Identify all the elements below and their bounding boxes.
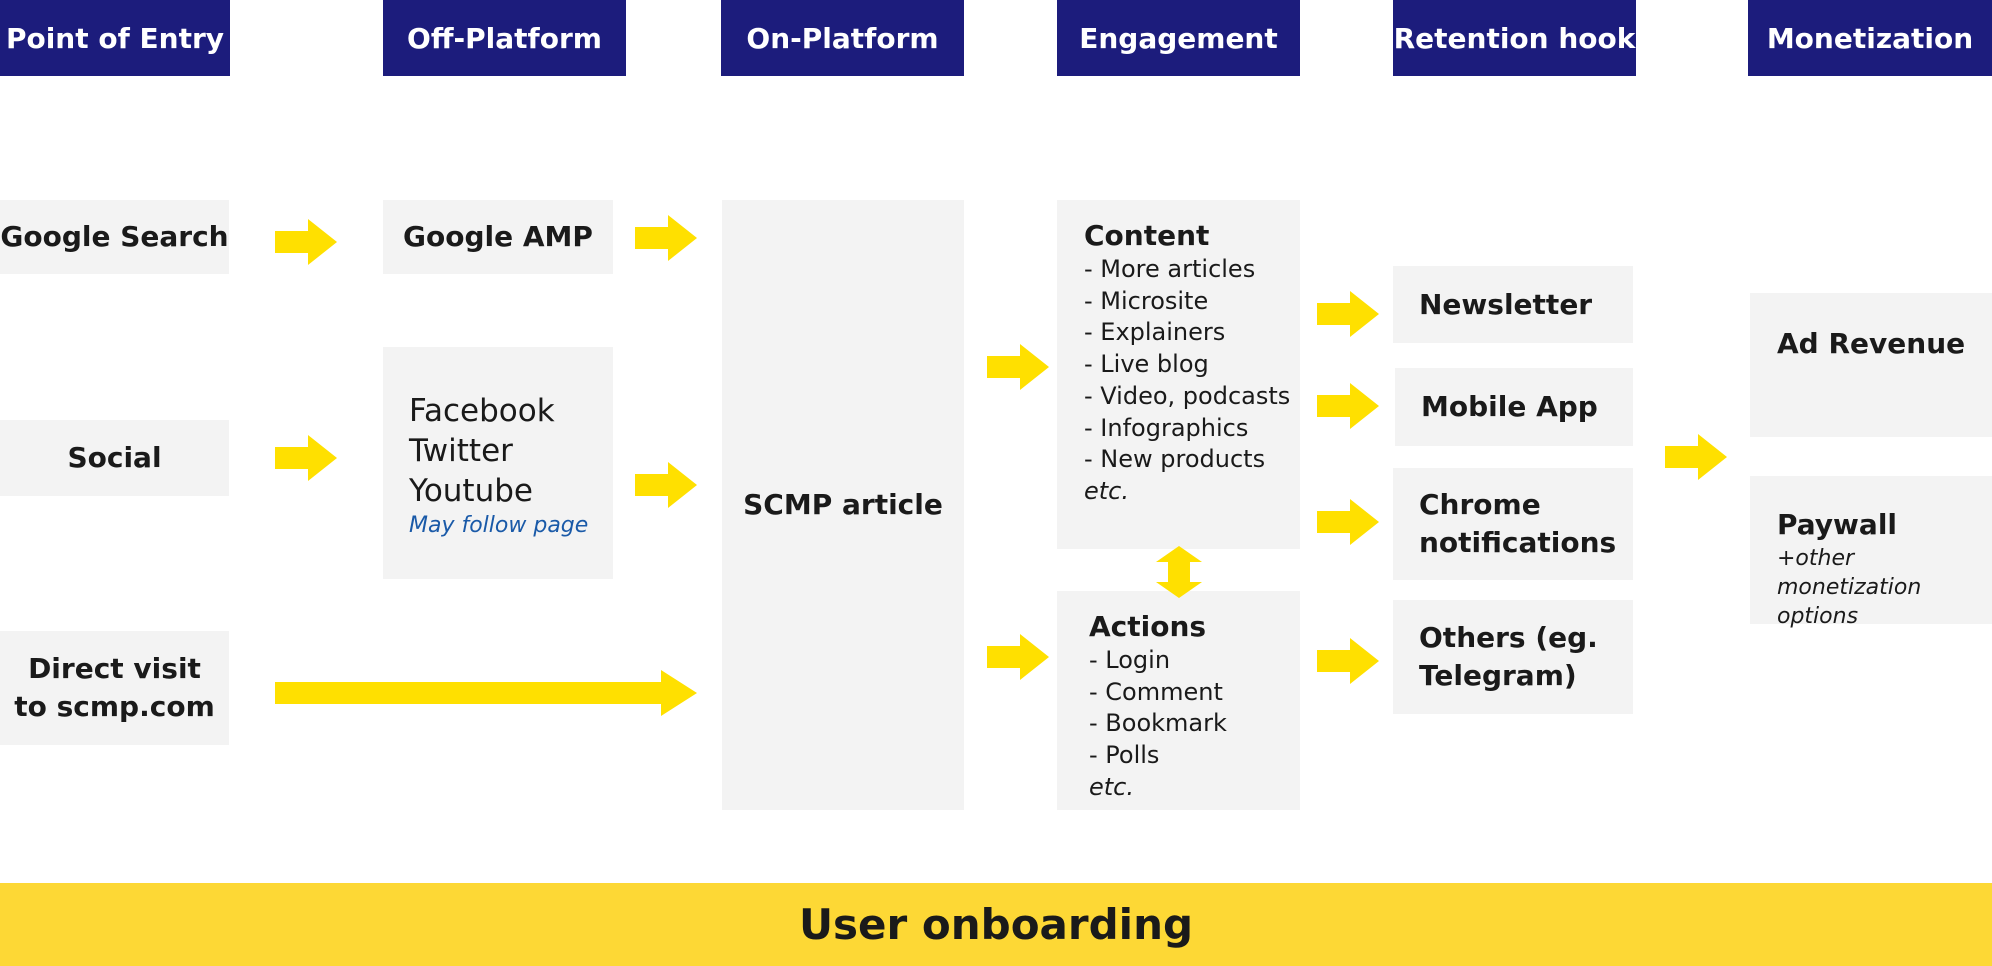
content-item: - Explainers [1084, 318, 1226, 347]
entry-social-label: Social [67, 441, 162, 474]
arrow-article-to-content [987, 344, 1049, 390]
actions-etc: etc. [1089, 772, 1134, 801]
retention-others: Others (eg. Telegram) [1393, 600, 1633, 714]
engagement-actions: Actions - Login - Comment - Bookmark - P… [1057, 591, 1300, 810]
monetization-ad-revenue: Ad Revenue [1750, 293, 1992, 437]
header-off-platform: Off-Platform [383, 0, 626, 76]
entry-direct-line1: Direct visit [28, 652, 201, 685]
actions-item: - Comment [1089, 677, 1223, 706]
newsletter-label: Newsletter [1419, 287, 1593, 321]
monetization-paywall: Paywall +other monetization options [1750, 476, 1992, 629]
user-onboarding-label: User onboarding [798, 900, 1194, 949]
actions-item: - Polls [1089, 741, 1160, 770]
others-line2: Telegram) [1419, 659, 1577, 692]
retention-mobile-app: Mobile App [1395, 368, 1633, 446]
entry-social: Social [0, 420, 229, 496]
arrow-to-mobile-app [1317, 383, 1379, 429]
content-etc: etc. [1084, 476, 1129, 505]
user-onboarding-bar: User onboarding [0, 883, 1992, 966]
twitter-label: Twitter [409, 433, 513, 469]
entry-google-search-label: Google Search [0, 220, 229, 253]
arrow-channels-to-article [635, 462, 697, 508]
arrow-direct-to-article [275, 670, 697, 716]
entry-google-search: Google Search [0, 200, 229, 274]
off-platform-social-channels: Facebook Twitter Youtube May follow page [383, 347, 613, 579]
on-platform-scmp-article: SCMP article [722, 200, 964, 810]
arrow-amp-to-article [635, 215, 697, 261]
paywall-label: Paywall [1777, 508, 1898, 541]
actions-item: - Login [1089, 646, 1171, 674]
youtube-label: Youtube [409, 473, 533, 509]
header-retention-hook: Retention hook [1393, 0, 1636, 76]
arrow-retention-to-monetization [1665, 434, 1727, 480]
retention-newsletter: Newsletter [1393, 266, 1633, 343]
content-item: - Live blog [1084, 350, 1209, 379]
chrome-line1: Chrome [1419, 488, 1541, 521]
chrome-line2: notifications [1419, 526, 1617, 559]
content-item: - Video, podcasts [1084, 381, 1291, 410]
actions-title: Actions [1089, 610, 1207, 643]
others-line1: Others (eg. [1419, 621, 1598, 654]
content-item: - Microsite [1084, 286, 1209, 315]
arrow-article-to-actions [987, 634, 1049, 680]
off-platform-google-amp: Google AMP [383, 200, 613, 274]
arrow-to-newsletter [1317, 291, 1379, 337]
actions-item: - Bookmark [1089, 709, 1227, 738]
arrow-content-actions-bidirectional [1156, 546, 1202, 598]
content-item: - New products [1084, 445, 1266, 474]
may-follow-page-note: May follow page [409, 513, 589, 538]
arrow-to-others [1317, 638, 1379, 684]
arrow-to-chrome-notifications [1317, 499, 1379, 545]
content-title: Content [1084, 219, 1210, 252]
header-monetization: Monetization [1748, 0, 1992, 76]
retention-chrome-notifications: Chrome notifications [1393, 468, 1633, 580]
arrow-social-to-channels [275, 435, 337, 481]
header-on-platform: On-Platform [721, 0, 964, 76]
scmp-article-label: SCMP article [743, 488, 943, 521]
content-item: - Infographics [1084, 413, 1249, 442]
mobile-app-label: Mobile App [1421, 390, 1598, 423]
header-engagement: Engagement [1057, 0, 1300, 76]
paywall-note-line2: options [1777, 604, 1859, 629]
entry-direct-line2: to scmp.com [14, 690, 215, 723]
google-amp-label: Google AMP [403, 220, 593, 253]
engagement-content: Content - More articles - Microsite - Ex… [1057, 200, 1300, 549]
header-point-of-entry: Point of Entry [0, 0, 230, 76]
facebook-label: Facebook [409, 393, 555, 429]
entry-direct-visit: Direct visit to scmp.com [0, 631, 229, 745]
paywall-note-line1: +other monetization [1777, 546, 1922, 600]
arrow-google-search-to-amp [275, 219, 337, 265]
content-item: - More articles [1084, 255, 1256, 283]
ad-revenue-label: Ad Revenue [1777, 327, 1966, 360]
